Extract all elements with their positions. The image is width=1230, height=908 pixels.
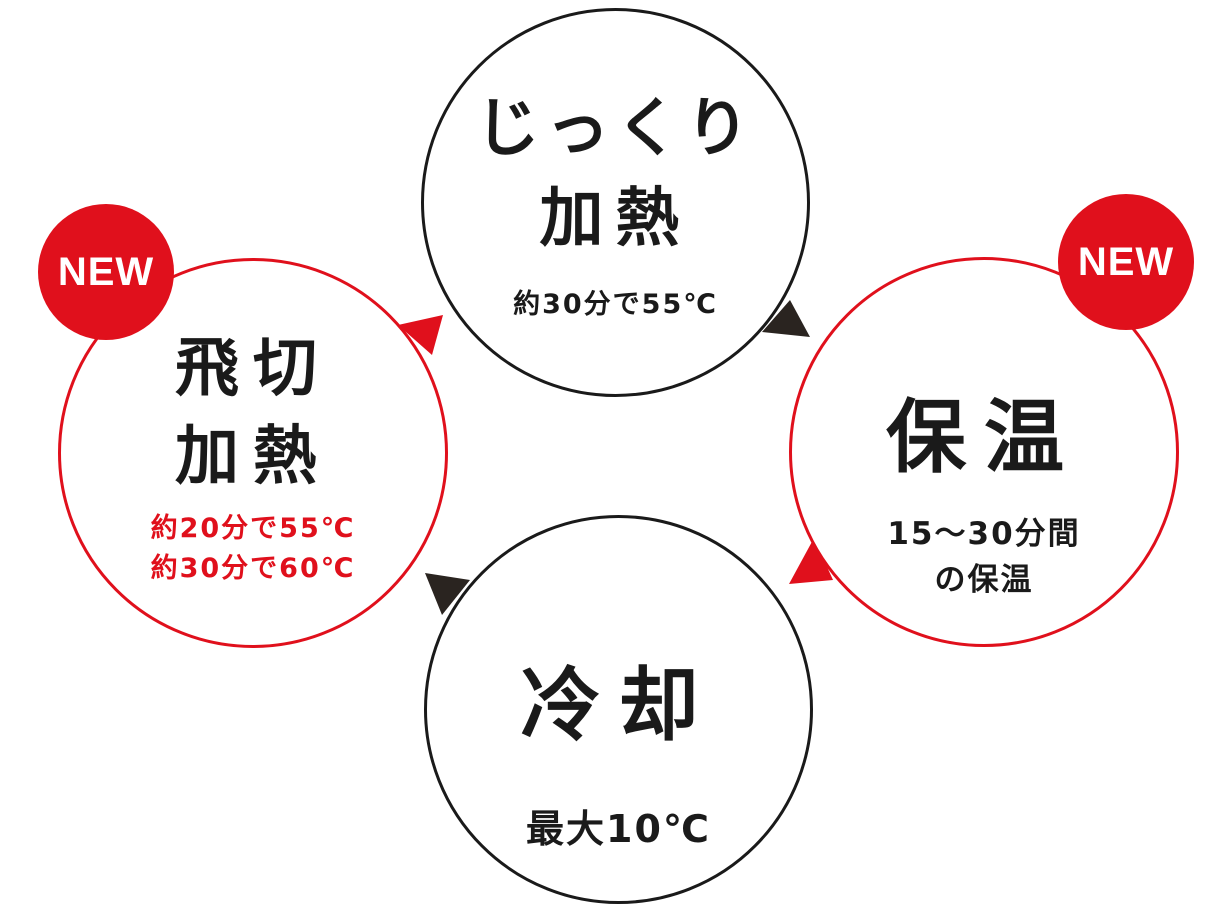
step-slow-heating-detail: 約30分で55℃ bbox=[513, 289, 718, 320]
new-badge-right: NEW bbox=[1058, 194, 1194, 330]
step-keep-warm-detail-line2: の保温 bbox=[934, 562, 1034, 598]
step-cooling-title: 冷却 bbox=[520, 659, 717, 752]
step-super-heating-title-line2: 加熱 bbox=[175, 420, 331, 494]
step-super-heating-title-line1: 飛切 bbox=[175, 332, 331, 406]
step-slow-heating: じっくり 加熱 約30分で55℃ bbox=[421, 8, 810, 397]
arrow-left-to-top bbox=[398, 315, 443, 355]
step-slow-heating-title-line1: じっくり bbox=[475, 92, 756, 166]
arrow-top-to-right bbox=[762, 300, 810, 337]
arrow-bottom-to-left bbox=[425, 573, 470, 615]
step-super-heating-detail-line2: 約30分で60℃ bbox=[150, 553, 356, 584]
step-cooling-detail: 最大10℃ bbox=[526, 807, 711, 851]
step-keep-warm-title: 保温 bbox=[886, 391, 1082, 484]
new-badge-left: NEW bbox=[38, 204, 174, 340]
step-cooling: 冷却 最大10℃ bbox=[424, 515, 813, 904]
step-keep-warm-detail-line1: 15〜30分間 bbox=[887, 516, 1081, 552]
arrow-right-to-bottom bbox=[789, 538, 833, 584]
step-super-heating-detail-line1: 約20分で55℃ bbox=[150, 513, 356, 544]
step-slow-heating-title-line2: 加熱 bbox=[539, 182, 692, 256]
